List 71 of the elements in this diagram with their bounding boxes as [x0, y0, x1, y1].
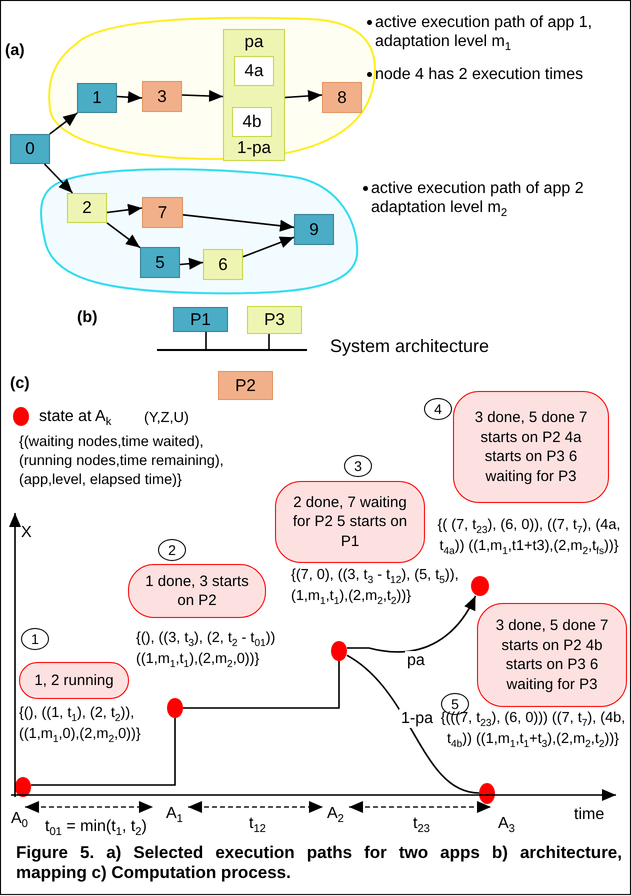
state-bubble: 1, 2 running: [19, 662, 129, 699]
processor-box: P3: [247, 306, 302, 334]
arrow: [284, 90, 322, 102]
arrow: [116, 91, 142, 104]
step-number: 1: [21, 628, 49, 650]
probability-label: pa: [244, 32, 264, 52]
transition-line: [346, 654, 480, 794]
task-box: 1: [77, 83, 117, 113]
task-box: 9: [294, 214, 334, 245]
state-dot: [167, 698, 183, 718]
note-text: active execution path of app 1, adaptation level m$_{1}$: [375, 13, 594, 55]
panel-label: (c): [10, 374, 30, 394]
interval-label: t$_{01}$ = min(t$_{1}$, t$_{2}$): [45, 817, 147, 840]
note-text: active execution path of app 2 adaptation level m$_{2}$: [371, 179, 585, 221]
state-dot: [331, 641, 347, 661]
arrow: [180, 258, 204, 270]
edge-label: 1-pa: [399, 709, 436, 728]
task-box: 3: [142, 81, 182, 112]
arrow: [242, 236, 294, 258]
tuple-description: {(waiting nodes,time waited), (running nodes,time remaining), (app,level, elapsed time)}: [19, 433, 225, 490]
edge-label: pa: [405, 651, 427, 670]
task-box: 0: [10, 134, 50, 164]
arrow: [182, 90, 224, 102]
state-annotation: {(), ((1, t$_{1}$), (2, t$_{2}$)), ((1,m$_{1}$,0),(2,m$_{2}$,0))}: [19, 704, 142, 746]
tuple-label: (Y,Z,U): [144, 409, 189, 428]
interval-label: t$_{12}$: [249, 814, 266, 837]
task-box: 2: [67, 193, 107, 223]
connector-line: [268, 334, 270, 349]
note-text: node 4 has 2 execution times: [375, 65, 584, 84]
task-box: 4a: [234, 56, 274, 86]
step-number: 3: [344, 455, 372, 477]
state-bubble: 3 done, 5 done 7 starts on P2 4b starts on P3 6 waiting for P3: [477, 603, 627, 707]
bus-line: [157, 349, 307, 351]
panel-label: (a): [5, 41, 25, 60]
arrow: [106, 222, 140, 248]
caption-text: System architecture: [330, 336, 490, 358]
group-box: [223, 29, 285, 161]
state-dot: [471, 576, 489, 596]
state-bubble: 3 done, 5 done 7 starts on P2 4a starts on P3 6 waiting for P3: [453, 391, 609, 503]
transition-line: [31, 718, 176, 786]
axis-label: time: [574, 805, 604, 824]
time-point-label: A$_{0}$: [11, 809, 28, 832]
arrow: [44, 163, 74, 194]
step-number: 2: [158, 539, 186, 561]
transition-arrow: [347, 596, 476, 653]
probability-label: 1-pa: [236, 138, 272, 158]
step-number: 4: [424, 398, 452, 420]
state-bubble: 2 done, 7 waiting for P2 5 starts on P1: [275, 481, 425, 563]
state-bubble: 1 done, 3 starts on P2: [128, 564, 266, 618]
connector-line: [205, 332, 207, 349]
transition-line: [183, 661, 340, 709]
processor-box: P2: [218, 371, 273, 400]
time-point-label: A$_{2}$: [327, 804, 344, 827]
state-annotation: {(), ((3, t$_{3}$), (2, t$_{2}$ - t$_{01}$)) ((1,m$_{1}$,t$_{1}$),(2,m$_{2}$,0))}: [136, 629, 276, 672]
axis-label: X: [21, 523, 32, 542]
legend-label: state at A$_{k}$: [39, 407, 112, 430]
arrow: [182, 214, 294, 232]
task-box: 8: [322, 82, 362, 113]
state-annotation: {( (7, t$_{23}$), (6, 0)), ((7, t$_{7}$), (4a, t$_{4a}$)) ((1,m$_{1}$,t1+t3),(2,m$_{2}$,t$_{fs}$))}: [436, 516, 622, 558]
task-box: 7: [142, 197, 183, 228]
arrow: [106, 204, 142, 216]
state-annotation: {(7, 0), ((3, t$_{3}$ - t$_{12}$), (5, t$_{5}$)), (1,m$_{1}$,t$_{1}$),(2,m$_{2}$,t$_{2}$))}: [291, 566, 460, 608]
task-box: 4b: [232, 107, 272, 137]
task-box: 6: [203, 249, 243, 280]
figure-caption: Figure 5. a) Selected execution paths for two apps b) architecture, mapping c) Computation process.: [16, 843, 622, 884]
time-point-label: A$_{1}$: [166, 804, 183, 827]
processor-box: P1: [173, 307, 228, 332]
time-point-label: A$_{3}$: [498, 814, 515, 837]
task-box: 5: [140, 247, 180, 278]
interval-label: t$_{23}$: [413, 814, 430, 837]
panel-label: (b): [77, 308, 98, 328]
